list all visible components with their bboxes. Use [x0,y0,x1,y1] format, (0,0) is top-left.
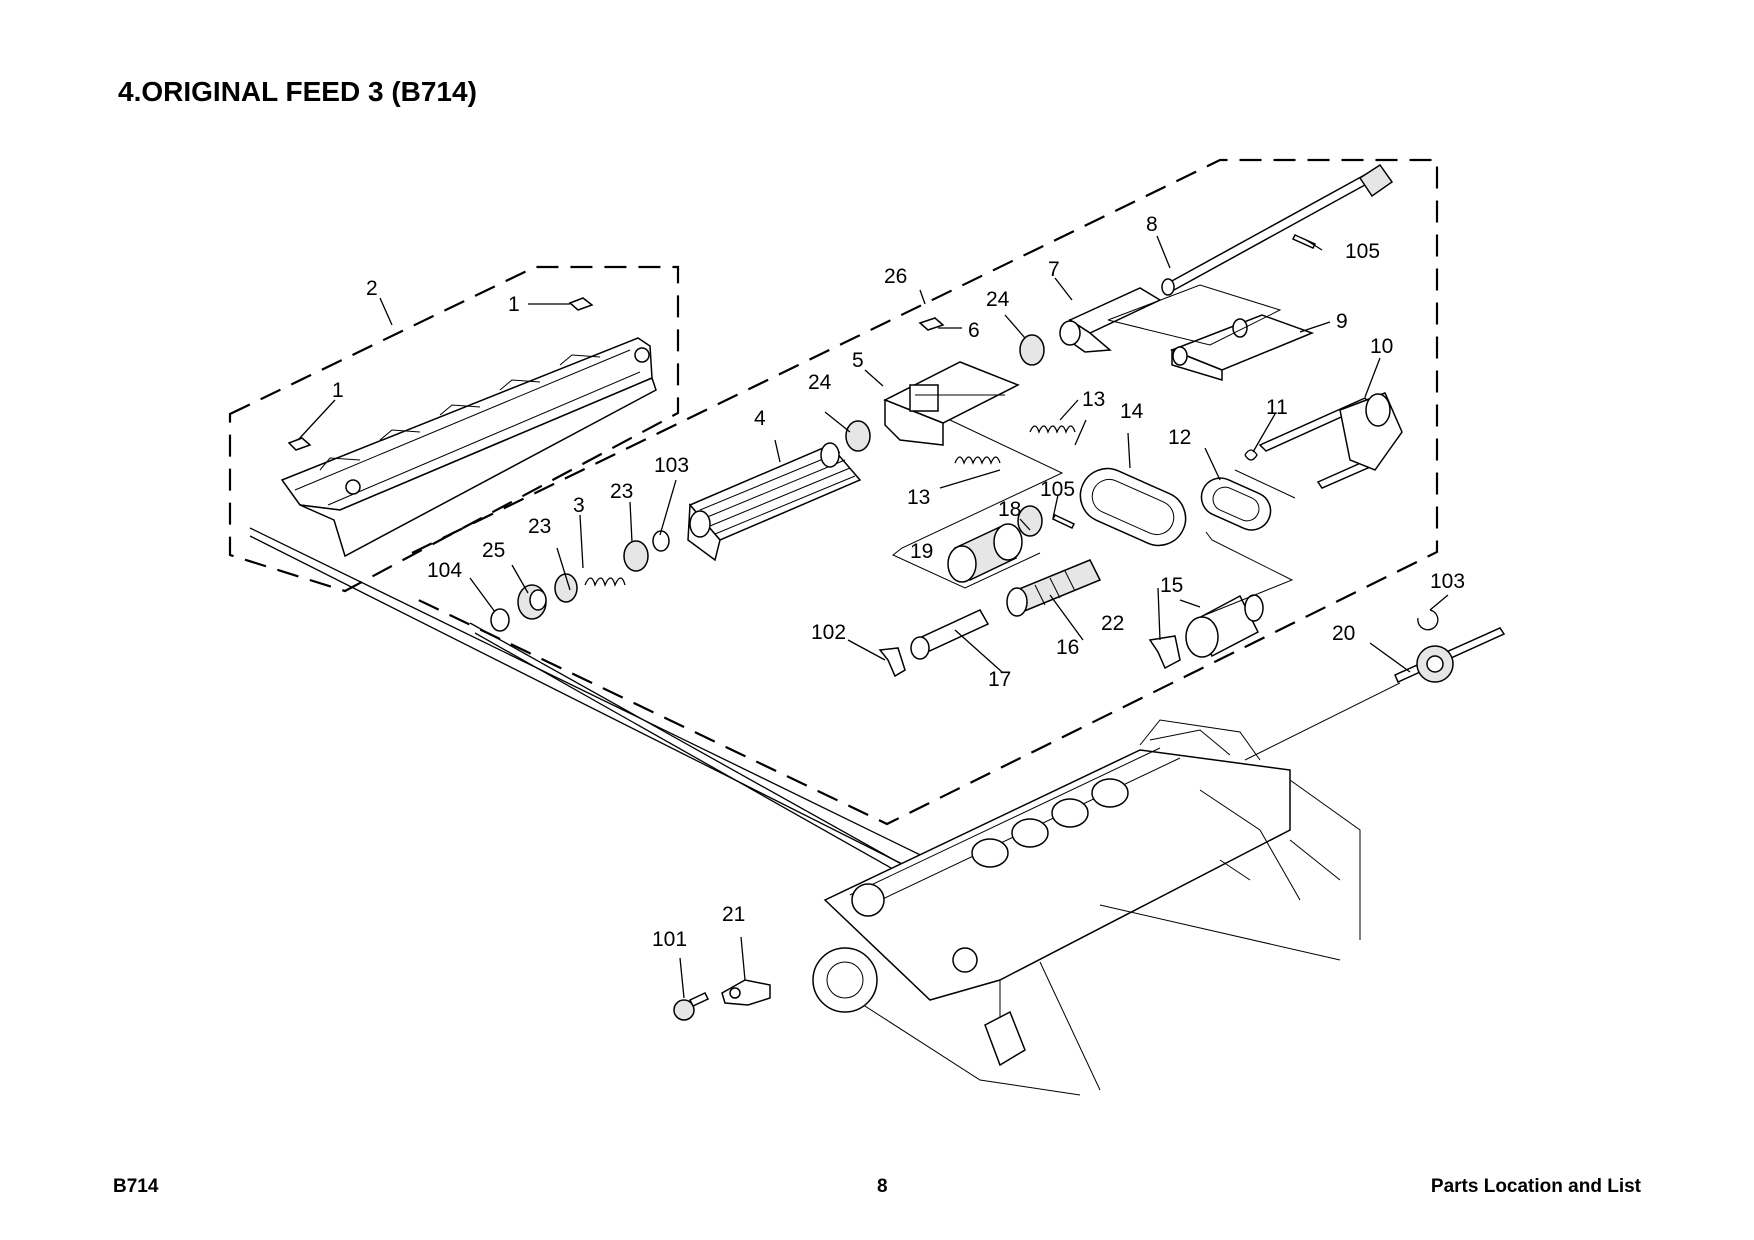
spring-part [1029,425,1076,434]
bushing-part [1019,334,1045,366]
callout-1b: 1 [332,379,344,402]
assembly-boundary-feed-unit [407,158,1439,826]
callout-23a: 23 [610,480,633,503]
callout-18: 18 [998,498,1021,521]
feed-belt-part [1079,467,1187,547]
clip-part [878,647,906,678]
stopper-plate-part [1169,314,1315,382]
callout-12: 12 [1168,426,1191,449]
label-sticker-part [568,297,594,311]
footer-model-code: B714 [113,1176,159,1197]
callout-24b: 24 [808,371,832,394]
callout-25: 25 [482,539,505,562]
callout-8: 8 [1146,213,1158,236]
roller-part [947,523,1023,583]
callout-19: 19 [910,540,933,563]
footer-section-title: Parts Location and List [1430,1176,1641,1197]
spring-part [584,577,626,587]
callout-26: 26 [884,265,907,288]
shaft-guide-line [249,527,946,868]
callout-24a: 24 [986,288,1010,311]
bushing-part [554,573,578,603]
ring-part [1417,609,1439,631]
screw-part [673,992,710,1021]
bushing-part [1017,505,1043,537]
assembly-boundary-cover [228,265,680,593]
callout-101: 101 [652,928,687,951]
callout-103b: 103 [1430,570,1465,593]
callout-17: 17 [988,668,1011,691]
spring-part [954,456,1001,465]
label-sticker-part [918,317,945,331]
pickup-roller-part [1185,594,1264,658]
callout-14: 14 [1120,400,1144,423]
callout-3: 3 [573,494,585,517]
callout-15: 15 [1160,574,1183,597]
callout-9: 9 [1336,310,1348,333]
ring-part [652,530,670,552]
callout-105b: 105 [1040,478,1075,501]
drive-shaft-part [1161,163,1394,296]
callout-16: 16 [1056,636,1079,659]
roller-shaft-assembly-part [1258,392,1403,489]
callout-5: 5 [852,349,864,372]
clip-part [1148,635,1181,670]
bracket-part [721,979,771,1006]
gear-shaft-part [910,609,990,660]
guide-plate-part [687,442,862,562]
drive-gear-part [1394,627,1506,683]
main-frame-assembly [812,719,1361,1096]
callout-20: 20 [1332,622,1355,645]
callout-10: 10 [1370,335,1393,358]
bushing-part [623,540,649,572]
callout-105a: 105 [1345,240,1380,263]
callout-4: 4 [754,407,766,430]
pin-part [1051,514,1076,529]
callout-labels: 1 1 2 3 4 5 6 7 8 9 10 11 12 13 13 14 15… [332,213,1465,951]
cover-plate-part [280,337,657,558]
bushing-part [490,608,510,632]
spring-part [1244,449,1258,461]
callout-23b: 23 [528,515,551,538]
leader-lines [297,235,1449,999]
roller-shaft-part [1006,559,1102,617]
feed-bracket-part [883,361,1020,446]
callout-1a: 1 [508,293,520,316]
callout-13b: 13 [907,486,930,509]
callout-21: 21 [722,903,745,926]
callout-11: 11 [1266,396,1288,419]
small-belt-part [1200,477,1272,531]
callout-13a: 13 [1082,388,1105,411]
callout-102: 102 [811,621,846,644]
callout-2: 2 [366,277,378,300]
callout-103a: 103 [654,454,689,477]
page-title: 4.ORIGINAL FEED 3 (B714) [118,76,477,107]
pin-part [1291,234,1317,249]
callout-104: 104 [427,559,462,582]
callout-22: 22 [1101,612,1124,635]
callout-7: 7 [1048,258,1060,281]
bushing-part [845,420,871,452]
footer-page-number: 8 [877,1176,888,1197]
callout-6: 6 [968,319,980,342]
label-sticker-part [287,437,312,451]
